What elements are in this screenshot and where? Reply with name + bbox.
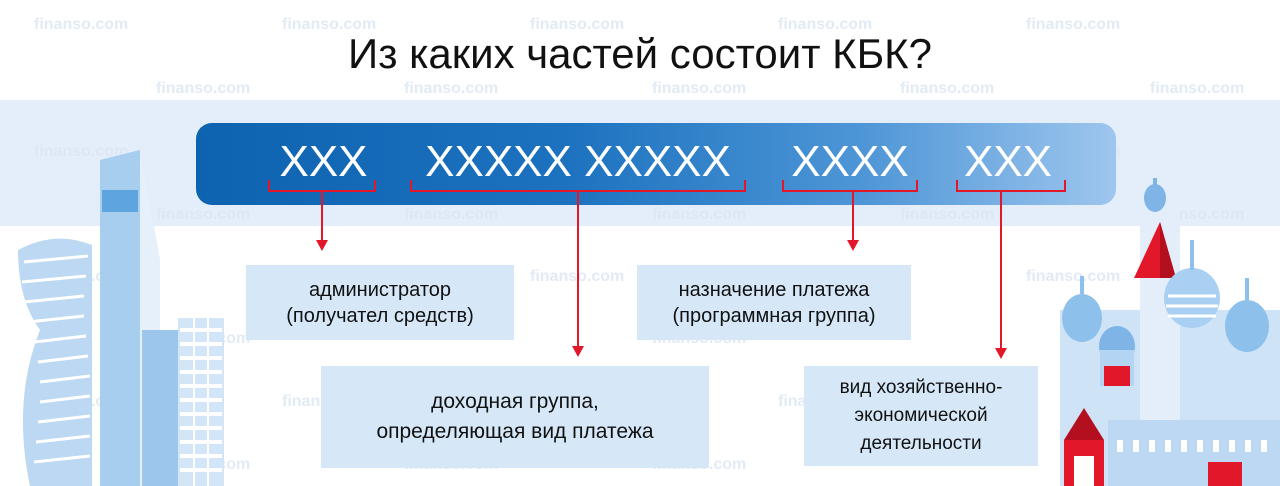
connector-administrator bbox=[321, 192, 323, 240]
box-activity-type: вид хозяйственно- экономической деятельн… bbox=[804, 366, 1038, 466]
box-income-group-line1: доходная группа, bbox=[431, 390, 599, 413]
bracket-income-group bbox=[410, 180, 746, 192]
watermark: finanso.com bbox=[34, 143, 129, 160]
kbk-code-bar: XXX XXXXX XXXXX XXXX XXX bbox=[196, 123, 1116, 205]
box-administrator-line1: администратор bbox=[308, 278, 452, 301]
bracket-activity-type bbox=[956, 180, 1066, 192]
arrow-down-icon bbox=[572, 346, 584, 357]
box-income-group-line2: определяющая вид платежа bbox=[376, 420, 654, 443]
watermark: finanso.com bbox=[530, 16, 625, 33]
page-title: Из каких частей состоит КБК? bbox=[348, 30, 932, 77]
box-activity-type-line2: экономической bbox=[854, 405, 988, 426]
connector-payment-purpose bbox=[852, 192, 854, 240]
watermark: finanso.com bbox=[34, 16, 129, 33]
arrow-down-icon bbox=[847, 240, 859, 251]
box-payment-purpose-line2: (программная группа) bbox=[672, 304, 876, 327]
box-activity-type-line1: вид хозяйственно- bbox=[839, 377, 1003, 398]
watermark: finanso.com bbox=[156, 206, 251, 223]
watermark: finanso.com bbox=[652, 80, 747, 97]
box-payment-purpose: назначение платежа (программная группа) bbox=[637, 265, 911, 340]
box-income-group: доходная группа, определяющая вид платеж… bbox=[321, 366, 709, 468]
connector-activity-type bbox=[1000, 192, 1002, 348]
watermark: finanso.com bbox=[652, 206, 747, 223]
watermark: finanso.com bbox=[1026, 268, 1121, 285]
box-administrator: администратор (получател средств) bbox=[246, 265, 514, 340]
code-segment-administrator: XXX bbox=[279, 137, 368, 186]
arrow-down-icon bbox=[995, 348, 1007, 359]
bracket-administrator bbox=[268, 180, 376, 192]
arrow-down-icon bbox=[316, 240, 328, 251]
code-segment-payment-purpose: XXXX bbox=[791, 137, 909, 186]
watermark: finanso.com bbox=[404, 80, 499, 97]
watermark: finanso.com bbox=[156, 80, 251, 97]
watermark: finanso.com bbox=[1150, 80, 1245, 97]
code-segment-income-group: XXXXX XXXXX bbox=[425, 137, 731, 186]
watermark: finanso.com bbox=[778, 16, 873, 33]
box-administrator-line2: (получател средств) bbox=[286, 304, 474, 327]
code-segment-activity-type: XXX bbox=[963, 137, 1053, 186]
skyscrapers-illustration bbox=[18, 150, 224, 486]
watermark: finanso.com bbox=[1026, 16, 1121, 33]
watermark: finanso.com bbox=[404, 206, 499, 223]
watermark: finanso.com bbox=[282, 16, 377, 33]
bracket-payment-purpose bbox=[782, 180, 918, 192]
watermark: finanso.com bbox=[900, 80, 995, 97]
box-activity-type-line3: деятельности bbox=[860, 433, 982, 454]
connector-income-group bbox=[577, 192, 579, 346]
box-payment-purpose-line1: назначение платежа bbox=[678, 278, 870, 301]
watermark: finanso.com bbox=[900, 206, 995, 223]
